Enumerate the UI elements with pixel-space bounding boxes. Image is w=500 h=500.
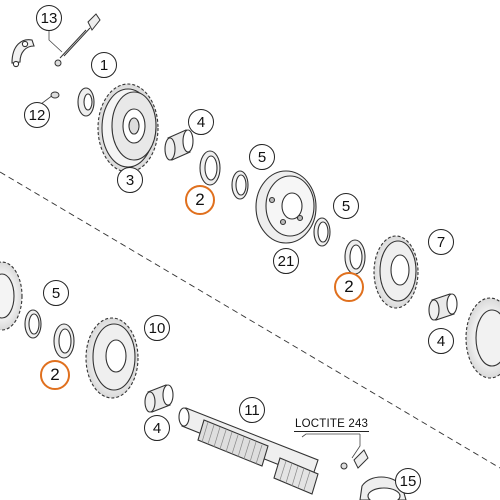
callout-4-right: 4	[428, 328, 454, 354]
callout-5-lower: 5	[43, 280, 69, 306]
bushing-4a	[164, 129, 194, 161]
washer-2a	[199, 150, 221, 186]
gear-3	[97, 83, 159, 173]
axis-line	[0, 171, 500, 469]
washer-2c	[53, 323, 75, 359]
callout-5-middle: 5	[333, 193, 359, 219]
callout-2-highlight-upper: 2	[185, 185, 215, 215]
shaft-11	[178, 407, 319, 495]
loctite-cap-part	[340, 449, 369, 470]
loctite-note: LOCTITE 243	[294, 418, 370, 432]
callout-2-highlight-middle: 2	[334, 272, 364, 302]
ring-5a	[231, 170, 249, 200]
callout-15: 15	[395, 468, 421, 494]
callout-4-upper: 4	[188, 109, 214, 135]
callout-7: 7	[428, 229, 454, 255]
gear-left-edge	[0, 261, 23, 331]
gear-10	[85, 317, 139, 399]
callout-4-lower: 4	[144, 415, 170, 441]
gear-right-edge	[465, 297, 500, 379]
washer-1	[77, 87, 95, 117]
gear-7	[373, 235, 419, 309]
part-15	[359, 476, 407, 500]
bushing-4c	[144, 384, 174, 413]
ring-5b	[313, 217, 331, 247]
bracket-part	[11, 39, 35, 68]
callout-10: 10	[144, 315, 170, 341]
callout-12: 12	[24, 102, 50, 128]
ring-5c	[24, 309, 42, 339]
callout-5-upper: 5	[249, 144, 275, 170]
disc-21	[255, 170, 317, 244]
washer-2b	[344, 239, 366, 275]
bolt-part	[54, 13, 101, 67]
callout-1: 1	[91, 52, 117, 78]
callout-3: 3	[117, 167, 143, 193]
callout-2-highlight-lower: 2	[40, 360, 70, 390]
callout-21: 21	[273, 248, 299, 274]
callout-11: 11	[239, 397, 265, 423]
callout-13: 13	[36, 5, 62, 31]
nut-part	[50, 91, 60, 99]
bushing-4b	[428, 293, 458, 321]
